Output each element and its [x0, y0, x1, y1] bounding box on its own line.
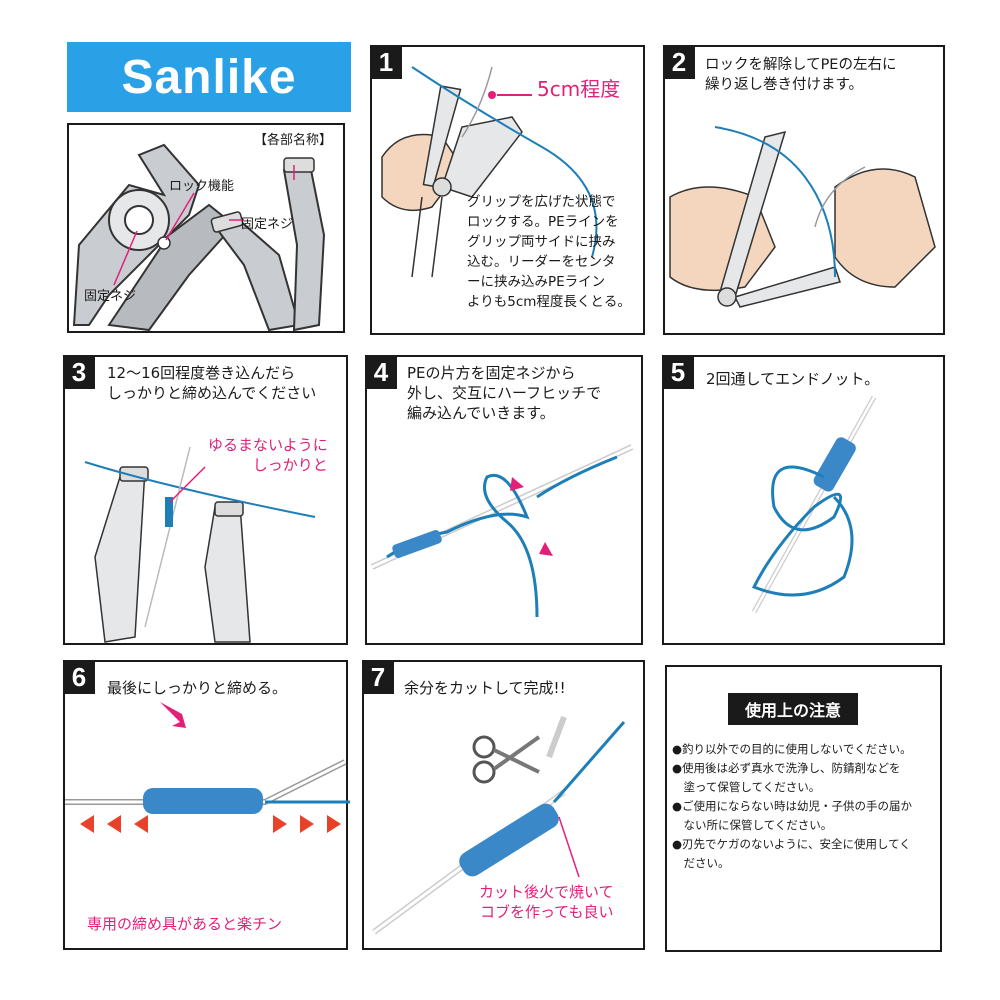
caution-item: ●使用後は必ず真水で洗浄し、防錆剤などを 塗って保管してください。 — [672, 761, 901, 794]
step-3-panel: 3 12～16回程度巻き込んだら しっかりと締め込んでください ゆるまないように… — [63, 355, 348, 645]
step-6-illustration — [65, 702, 350, 833]
step-2-text: ロックを解除してPEの左右に 繰り返し巻き付けます。 — [705, 57, 897, 93]
brand-logo-text: Sanlike — [121, 50, 297, 104]
step-5-text: 2回通してエンドノット。 — [706, 370, 880, 388]
step-5-panel: 5 2回通してエンドノット。 — [662, 355, 945, 645]
step-6-text: 最後にしっかりと締める。 — [107, 679, 288, 697]
step-4-text: PEの片方を固定ネジから 外し、交互にハーフヒッチで 編み込んでいきます。 — [407, 364, 602, 422]
step-1-callout: 5cm程度 — [537, 77, 621, 101]
step-4-panel: 4 PEの片方を固定ネジから 外し、交互にハーフヒッチで 編み込んでいきます。 — [365, 355, 643, 645]
step-1-panel: 1 5cm程度 グリップを広げた状態で ロックする。PEラインを グリップ両サイ… — [370, 45, 645, 335]
parts-heading: 【各部名称】 — [254, 133, 333, 148]
caution-item: ●釣り以外での目的に使用しないでください。 — [672, 742, 912, 756]
lock-label: ロック機能 — [169, 179, 235, 194]
step-7-illustration — [372, 715, 626, 935]
screw-label-left: 固定ネジ — [84, 289, 137, 304]
step-3-text: 12～16回程度巻き込んだら しっかりと締め込んでください — [107, 364, 317, 402]
caution-item: ●刃先でケガのないように、安全に使用してく ださい。 — [672, 837, 911, 870]
step-4-illustration — [370, 444, 634, 618]
parts-panel: 【各部名称】 ロック機能 固定ネジ 固定ネジ — [67, 123, 345, 333]
step-3-illustration — [84, 446, 316, 643]
screw-label-right: 固定ネジ — [241, 217, 294, 232]
step-number: 7 — [362, 660, 394, 694]
step-number: 3 — [63, 355, 95, 389]
step-number: 5 — [662, 355, 694, 389]
caution-title: 使用上の注意 — [728, 693, 858, 725]
step-number: 2 — [663, 45, 695, 79]
step-number: 4 — [365, 355, 397, 389]
pliers-illustration — [72, 143, 326, 332]
brand-banner: Sanlike — [67, 42, 351, 112]
step-6-panel: 6 最後にしっかりと締める。 専用の締め具があると楽チン — [63, 660, 350, 950]
step-2-panel: 2 ロックを解除してPEの左右に 繰り返し巻き付けます。 — [663, 45, 945, 335]
step-7-callout: カット後火で焼いて コブを作っても良い — [479, 883, 614, 921]
step-5-illustration — [751, 395, 877, 614]
step-number: 1 — [370, 45, 402, 79]
caution-item: ●ご使用にならない時は幼児・子供の手の届か ない所に保管してください。 — [672, 799, 913, 832]
step-7-text: 余分をカットして完成!! — [404, 679, 566, 697]
step-2-illustration — [669, 126, 936, 308]
caution-list: ●釣り以外での目的に使用しないでください。 ●使用後は必ず真水で洗浄し、防錆剤な… — [672, 740, 942, 873]
step-6-callout: 専用の締め具があると楽チン — [87, 915, 283, 933]
step-1-text: グリップを広げた状態で ロックする。PEラインを グリップ両サイドに挟み 込む。… — [467, 194, 631, 310]
step-3-callout: ゆるまないように しっかりと — [208, 436, 328, 474]
step-1-illustration — [381, 66, 598, 278]
step-7-panel: 7 余分をカットして完成!! カット後火で焼いて コブを作っても良い — [362, 660, 645, 950]
scissors-icon — [472, 735, 541, 784]
step-number: 6 — [63, 660, 95, 694]
